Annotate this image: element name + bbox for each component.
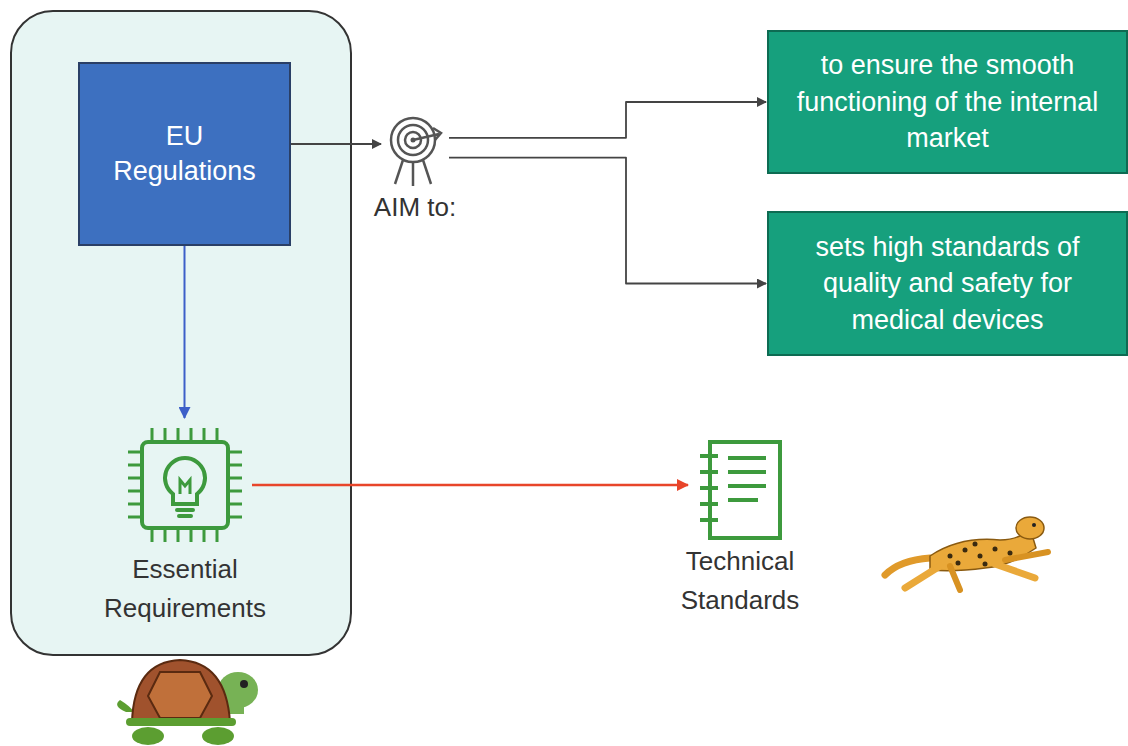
- icon-holder: [120, 420, 250, 550]
- turtle-illustration: [117, 660, 258, 745]
- group-panel: [11, 11, 351, 655]
- text-group: to ensure the smooth functioning of the …: [783, 47, 1112, 156]
- text-group: AIM to:: [374, 188, 456, 227]
- node-label: sets high standards of quality and safet…: [783, 229, 1112, 338]
- text-group: Essential Requirements: [85, 550, 285, 628]
- connector-arrow: [291, 143, 381, 145]
- document-icon: [692, 438, 788, 542]
- standards-node: Technical Standards: [640, 438, 840, 638]
- node-label: Essential Requirements: [85, 550, 285, 628]
- text-group: sets high standards of quality and safet…: [783, 229, 1112, 338]
- node-label: to ensure the smooth functioning of the …: [783, 47, 1112, 156]
- aim-node: AIM to:: [345, 112, 485, 227]
- connector-arrow: [449, 158, 766, 284]
- text-group: EU Regulations: [110, 119, 260, 189]
- node-label: Technical Standards: [655, 542, 825, 620]
- requirements-node: Essential Requirements: [60, 420, 310, 645]
- node-label: EU Regulations: [110, 119, 260, 189]
- text-group: Technical Standards: [655, 542, 825, 620]
- connector-arrow: [449, 102, 766, 138]
- cheetah-illustration: [885, 517, 1048, 590]
- regulation-box: EU Regulations: [78, 62, 291, 246]
- aim-box: sets high standards of quality and safet…: [767, 211, 1128, 356]
- node-label: AIM to:: [374, 188, 456, 227]
- target-icon: [385, 112, 445, 188]
- aim-box: to ensure the smooth functioning of the …: [767, 30, 1128, 174]
- icon-holder: [385, 112, 445, 188]
- icon-holder: [692, 438, 788, 542]
- connector-arrow: [184, 246, 186, 418]
- connector-arrow: [252, 484, 688, 487]
- chip-bulb-icon: [120, 420, 250, 550]
